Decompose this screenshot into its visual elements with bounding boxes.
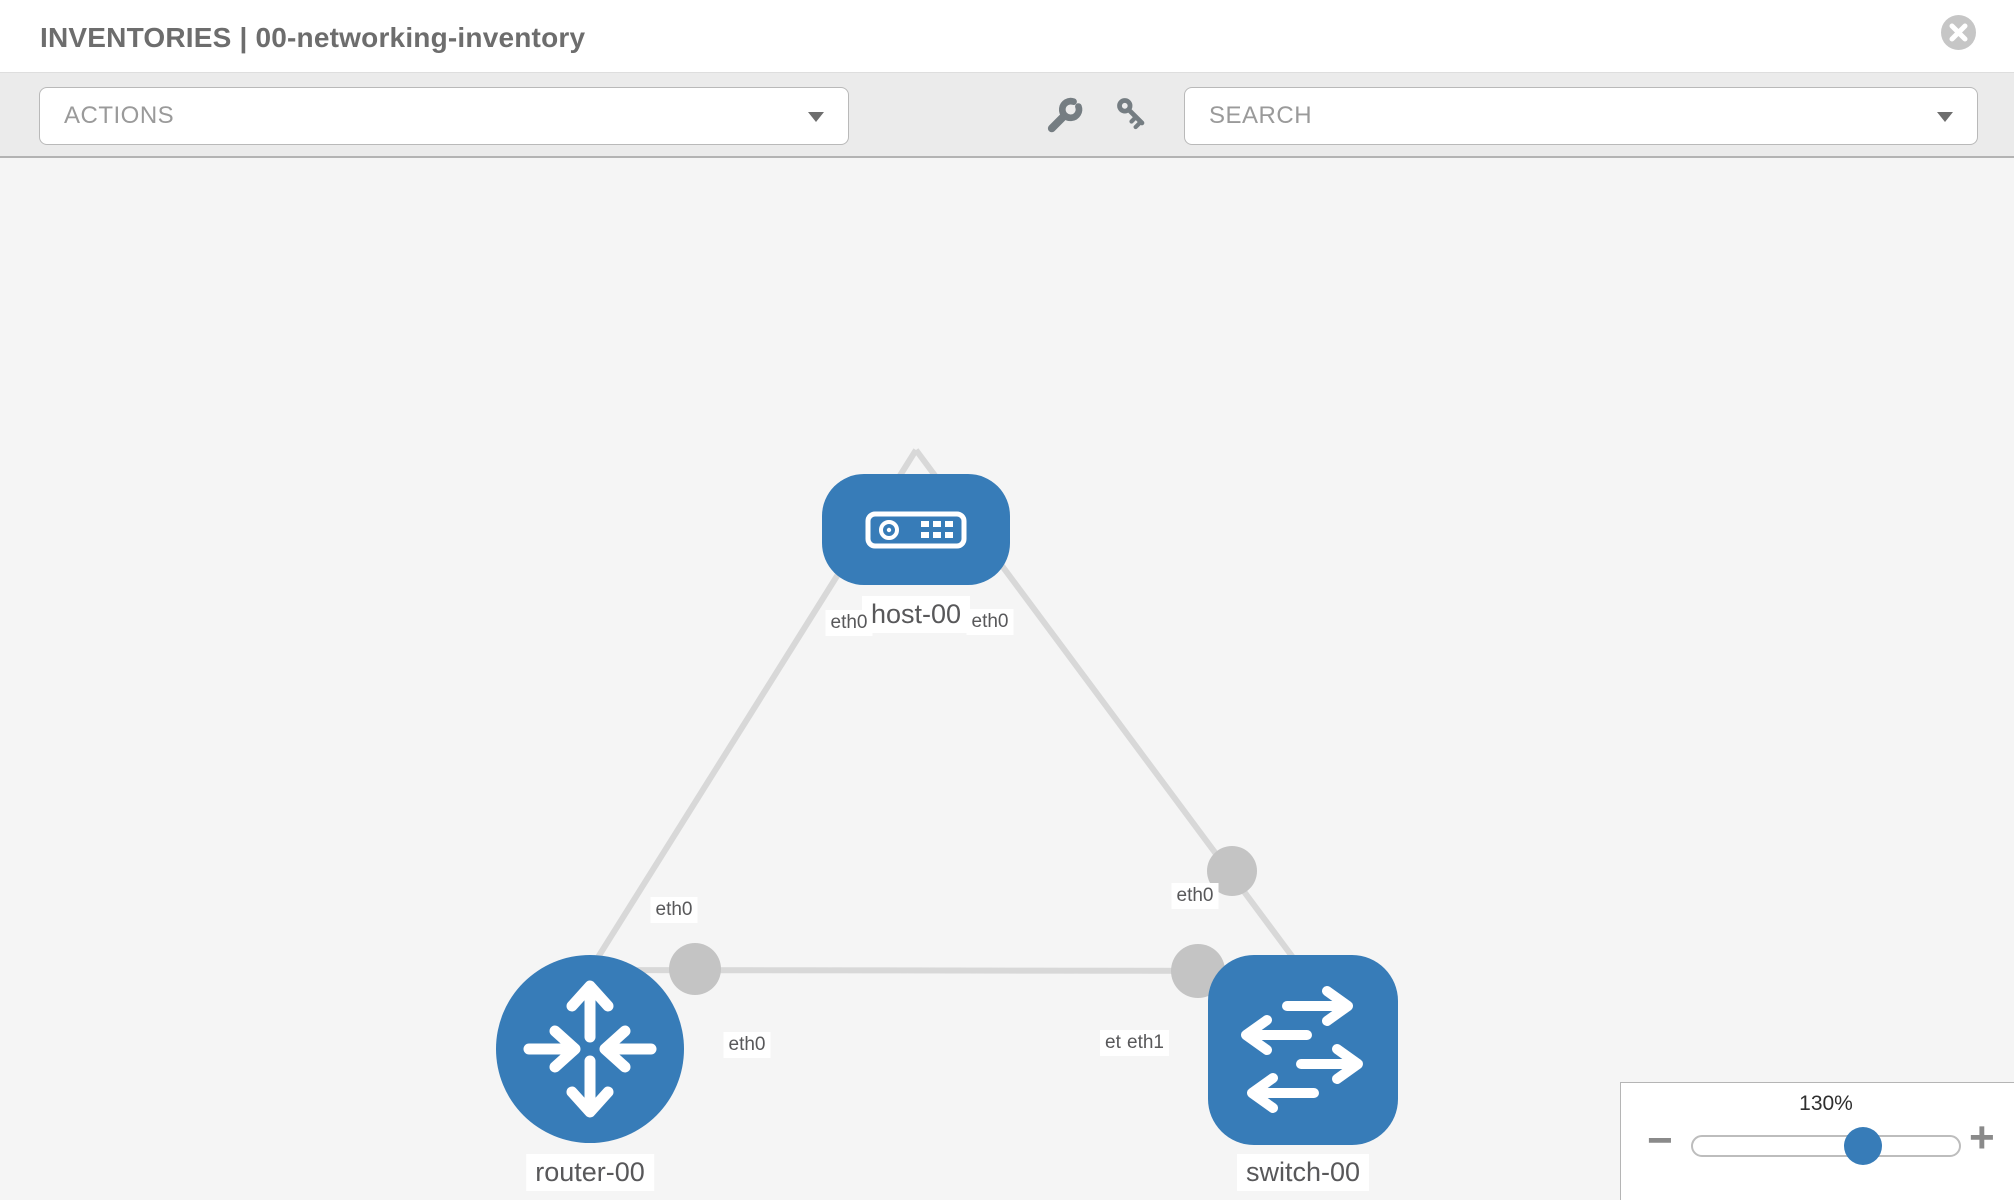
interface-label-host-left: eth0 (825, 610, 873, 636)
credentials-button[interactable] (1114, 95, 1154, 135)
chevron-down-icon (1937, 112, 1953, 122)
interface-label-switch-uplink: eth0 (1171, 883, 1219, 909)
node-host-00[interactable] (822, 474, 1010, 585)
node-label-switch: switch-00 (1236, 1154, 1370, 1191)
toolbar: ACTIONS SEARCH (0, 72, 2014, 158)
page-title: INVENTORIES | 00-networking-inventory (40, 22, 586, 53)
host-icon (865, 511, 967, 549)
chevron-down-icon (808, 112, 824, 122)
node-label-router: router-00 (526, 1154, 654, 1191)
node-label-host: host-00 (861, 596, 971, 633)
interface-label-host-right: eth0 (966, 609, 1014, 635)
actions-dropdown-label: ACTIONS (64, 102, 175, 129)
close-icon (1941, 15, 1976, 50)
configure-button[interactable] (1044, 95, 1084, 135)
endpoint-router-right (669, 943, 721, 995)
router-icon (523, 980, 657, 1118)
endpoint-switch-top (1207, 846, 1257, 896)
zoom-out-button[interactable]: − (1647, 1116, 1673, 1165)
zoom-level-value: 130% (1799, 1092, 1853, 1115)
key-icon (1117, 98, 1145, 130)
zoom-in-button[interactable]: + (1969, 1113, 1995, 1162)
switch-icon (1241, 986, 1363, 1113)
node-switch-00[interactable] (1208, 955, 1398, 1145)
actions-dropdown[interactable]: ACTIONS (39, 87, 849, 145)
zoom-slider-track[interactable] (1691, 1135, 1961, 1157)
search-dropdown-label: SEARCH (1209, 102, 1313, 129)
links-layer (587, 448, 1306, 998)
zoom-slider-knob[interactable] (1844, 1127, 1882, 1165)
interface-label-switch-left-front: eth1 (1122, 1030, 1169, 1056)
interface-label-router-uplink: eth0 (650, 897, 698, 923)
wrench-icon (1047, 97, 1083, 133)
close-button[interactable] (1940, 14, 1977, 51)
search-dropdown[interactable]: SEARCH (1184, 87, 1978, 145)
topology-canvas[interactable]: host-00 router-00 switch-00 eth0 eth0 et… (0, 158, 2014, 1200)
header-bar: INVENTORIES | 00-networking-inventory (0, 0, 2014, 72)
zoom-control-panel: 130% − + (1620, 1082, 2014, 1200)
node-router-00[interactable] (496, 955, 684, 1143)
interface-label-router-right: eth0 (723, 1032, 771, 1058)
